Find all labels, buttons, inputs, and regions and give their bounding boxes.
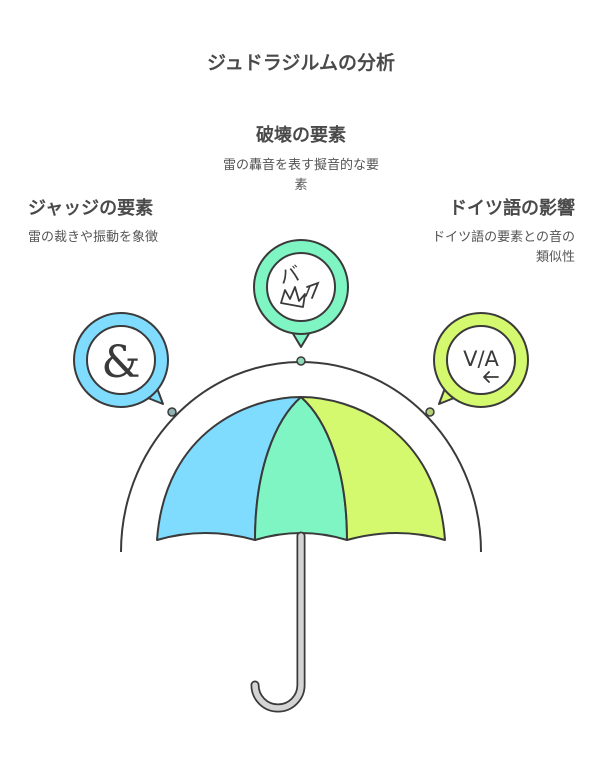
svg-text:バ: バ [277, 261, 302, 289]
destruction-element-heading: 破壊の要素 [256, 125, 346, 146]
connector-dot-center [296, 356, 306, 366]
destruction-element-description: 雷の轟音を表す擬音的な要素 [222, 158, 379, 193]
judge-marker: & [73, 312, 169, 408]
umbrella-canopy [156, 396, 446, 541]
destruction-marker: バ [253, 239, 349, 348]
umbrella-handle [250, 531, 306, 713]
connector-dot-right [425, 407, 435, 417]
german-influence-heading: ドイツ語の影響 [449, 198, 575, 219]
ampersand-icon: & [101, 337, 140, 388]
canopy-right-panel [300, 396, 446, 541]
explosion-icon: バ [277, 261, 320, 308]
va-icon: V/A [463, 347, 500, 383]
connector-dot-left [167, 407, 177, 417]
judge-element-heading: ジャッジの要素 [28, 198, 154, 219]
page-title: ジュドラジルムの分析 [207, 52, 395, 74]
german-influence-description: ドイツ語の要素との音の類似性 [432, 230, 575, 265]
svg-text:V/A: V/A [463, 347, 499, 371]
judge-element-description: 雷の裁きや振動を象徴 [28, 230, 159, 245]
german-marker: V/A [433, 312, 529, 408]
